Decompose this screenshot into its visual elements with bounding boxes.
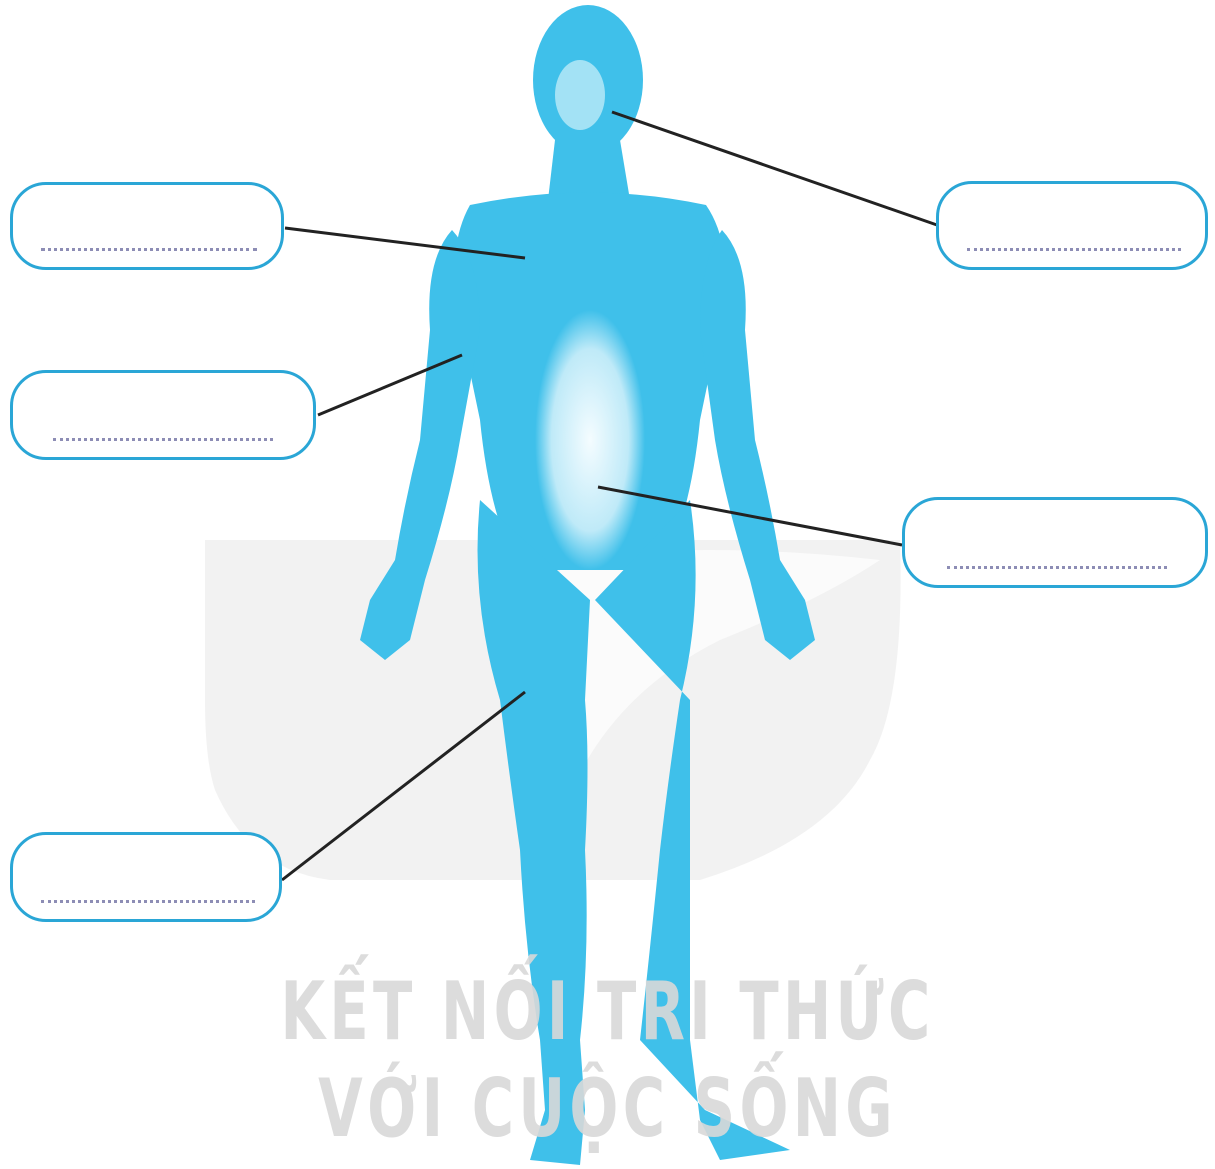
- answer-dotted-line: [947, 566, 1167, 569]
- leader-line-face: [612, 112, 937, 225]
- label-answer-face[interactable]: [959, 198, 1185, 226]
- answer-dotted-line: [53, 438, 273, 441]
- leader-line-abdomen: [598, 487, 902, 545]
- label-box-face[interactable]: [936, 181, 1208, 270]
- answer-dotted-line: [967, 248, 1181, 251]
- label-answer-chest[interactable]: [33, 199, 261, 227]
- leader-line-upper-arm: [318, 355, 462, 415]
- answer-dotted-line: [41, 900, 255, 903]
- label-answer-upper-arm[interactable]: [33, 387, 293, 415]
- watermark-line-1: KẾT NỐI TRI THỨC: [170, 965, 1045, 1058]
- label-box-thigh[interactable]: [10, 832, 282, 922]
- label-box-upper-arm[interactable]: [10, 370, 316, 460]
- label-box-abdomen[interactable]: [902, 497, 1208, 588]
- leader-line-chest: [285, 228, 525, 258]
- label-box-chest[interactable]: [10, 182, 284, 270]
- watermark-line-2: VỚI CUỘC SỐNG: [170, 1062, 1045, 1155]
- answer-dotted-line: [41, 248, 257, 251]
- leader-line-thigh: [282, 692, 525, 880]
- label-answer-thigh[interactable]: [33, 849, 259, 877]
- label-answer-abdomen[interactable]: [925, 514, 1185, 542]
